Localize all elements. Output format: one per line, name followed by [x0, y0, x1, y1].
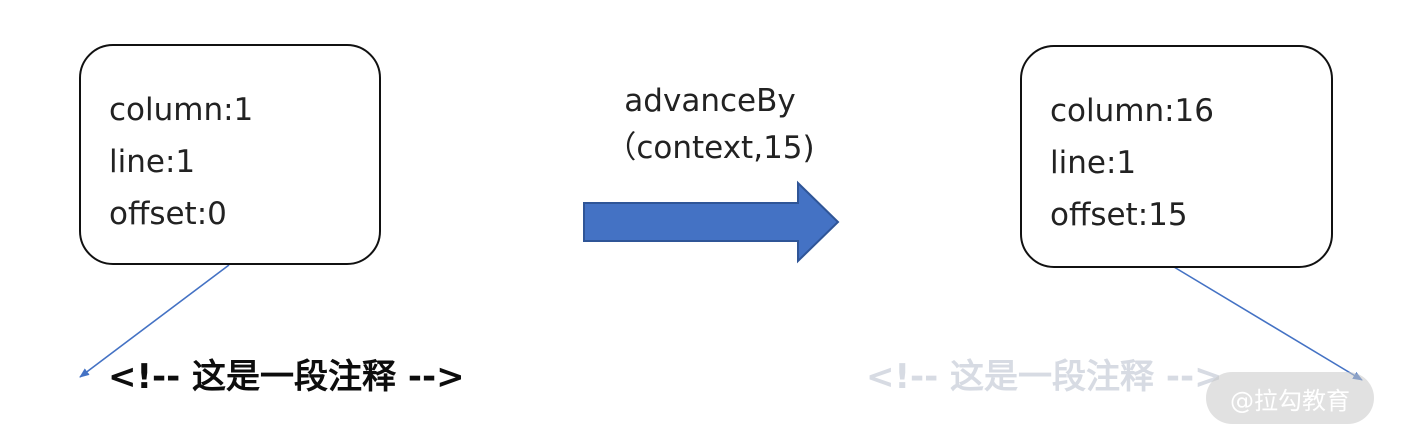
- column-field: column:16: [1050, 93, 1215, 129]
- watermark-badge: @拉勾教育: [1206, 372, 1374, 424]
- html-comment-text-faded: <!-- 这是一段注释 -->: [866, 357, 1223, 397]
- watermark-text: @拉勾教育: [1230, 386, 1350, 415]
- offset-field: offset:0: [109, 196, 227, 232]
- operation-args: （context,15): [605, 130, 815, 166]
- advance-arrow: [583, 180, 840, 264]
- state-box-before: column:1 line:1 offset:0: [79, 44, 381, 265]
- connector-line-after: [1173, 266, 1363, 381]
- operation-name: advanceBy: [624, 83, 796, 119]
- state-box-after: column:16 line:1 offset:15: [1020, 45, 1333, 268]
- connector-line-before: [79, 264, 230, 378]
- line-field: line:1: [1050, 145, 1137, 181]
- line-field: line:1: [109, 144, 196, 180]
- offset-field: offset:15: [1050, 197, 1188, 233]
- column-field: column:1: [109, 92, 254, 128]
- html-comment-text: <!-- 这是一段注释 -->: [108, 357, 465, 397]
